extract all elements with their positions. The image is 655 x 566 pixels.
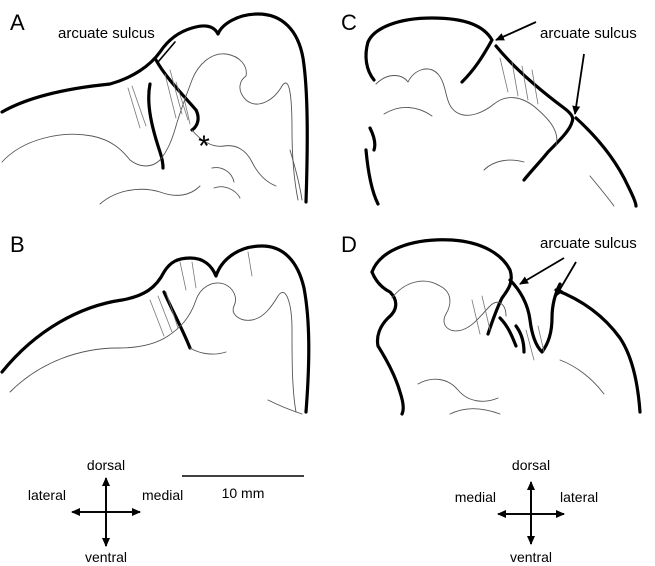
panel-d: D arcuate sulcus	[341, 232, 640, 414]
compass-right-bottom-label: ventral	[510, 549, 552, 565]
panel-d-medial-outer	[556, 290, 640, 412]
panel-d-deep-boundary	[418, 360, 604, 414]
compass-left-left-label: lateral	[28, 487, 66, 503]
panel-c-arrow-1	[496, 22, 536, 40]
panel-c-outer-contour	[368, 18, 492, 82]
panel-b-inner-fold	[190, 348, 302, 414]
panel-a-sulcus-lateral-wall	[149, 84, 163, 168]
panel-d-inner-fold	[500, 318, 524, 352]
compass-right-top-label: dorsal	[512, 457, 550, 473]
panel-a-letter: A	[10, 10, 25, 35]
panel-a-outer-contour	[2, 14, 307, 202]
panel-d-sulcus-fold	[510, 280, 560, 352]
panel-d-gray-white-boundary	[392, 281, 506, 331]
panel-c-arrow-2	[575, 54, 584, 114]
panel-c-annotation: arcuate sulcus	[540, 25, 637, 42]
panel-c: C arcuate sulcus	[341, 10, 637, 206]
compass-left-top-label: dorsal	[87, 457, 125, 473]
compass-left-right-label: medial	[142, 487, 183, 503]
panel-d-annotation: arcuate sulcus	[540, 235, 637, 252]
compass-left: dorsal ventral lateral medial	[28, 457, 183, 565]
panel-b: B	[2, 232, 309, 414]
panel-b-gray-white-boundary	[10, 283, 296, 412]
compass-left-bottom-label: ventral	[85, 549, 127, 565]
panel-b-outer-contour	[2, 246, 309, 412]
scale-bar-label: 10 mm	[222, 485, 265, 501]
panel-b-letter: B	[10, 232, 25, 257]
compass-right-left-label: medial	[455, 489, 496, 505]
compass-right-right-label: lateral	[560, 489, 598, 505]
panel-c-medial-outer	[576, 118, 636, 206]
panel-d-arrow-1	[520, 258, 564, 284]
panel-a: A arcuate sulcus *	[2, 10, 307, 204]
panel-d-lateral-edge	[372, 272, 403, 414]
scale-bar: 10 mm	[182, 476, 304, 501]
panel-b-sulcus-wall	[164, 292, 190, 348]
panel-a-sulcus-tip	[192, 110, 198, 130]
compass-right: dorsal ventral medial lateral	[455, 457, 598, 565]
panel-c-letter: C	[341, 10, 357, 35]
panel-d-letter: D	[341, 232, 357, 257]
panel-a-asterisk-marker: *	[198, 130, 210, 163]
panel-a-gray-white-boundary	[2, 54, 298, 200]
panel-a-annotation: arcuate sulcus	[58, 25, 155, 42]
panel-c-small-lip	[366, 128, 378, 204]
panel-c-lateral-edge	[366, 42, 374, 80]
panel-a-cortical-striations	[128, 70, 190, 128]
